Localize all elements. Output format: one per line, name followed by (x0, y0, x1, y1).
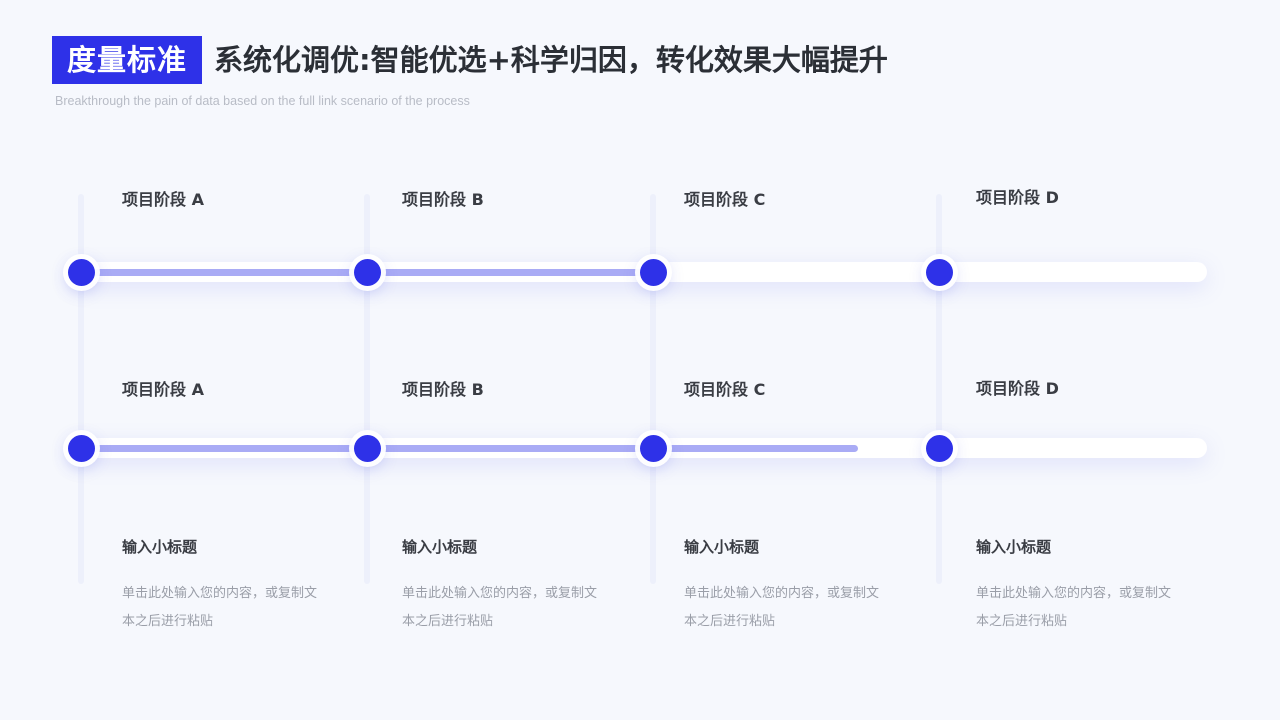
column-line-d (936, 194, 942, 584)
row1-milestone-a[interactable] (68, 259, 95, 286)
row1-stage-d-label: 项目阶段 D (976, 188, 1059, 207)
item-d-desc-line1: 单击此处输入您的内容，或复制文 (976, 586, 1172, 601)
page-subtitle: Breakthrough the pain of data based on t… (55, 94, 470, 108)
item-b-description: 单击此处输入您的内容，或复制文 本之后进行粘贴 (402, 580, 612, 636)
row1-stage-c-label: 项目阶段 C (684, 190, 766, 209)
column-line-c (650, 194, 656, 584)
row2-milestone-d[interactable] (926, 435, 953, 462)
item-c-description: 单击此处输入您的内容，或复制文 本之后进行粘贴 (684, 580, 894, 636)
item-a-description: 单击此处输入您的内容，或复制文 本之后进行粘贴 (122, 580, 332, 636)
row1-milestone-c[interactable] (640, 259, 667, 286)
row1-milestone-b[interactable] (354, 259, 381, 286)
row1-stage-b-label: 项目阶段 B (402, 190, 484, 209)
item-a-desc-line2: 本之后进行粘贴 (122, 614, 214, 629)
item-b-title: 输入小标题 (402, 538, 478, 556)
item-c-desc-line2: 本之后进行粘贴 (684, 614, 776, 629)
row2-milestone-c[interactable] (640, 435, 667, 462)
item-d-description: 单击此处输入您的内容，或复制文 本之后进行粘贴 (976, 580, 1186, 636)
row2-stage-c-label: 项目阶段 C (684, 380, 766, 399)
row2-stage-a-label: 项目阶段 A (122, 380, 204, 399)
item-a-title: 输入小标题 (122, 538, 198, 556)
column-line-b (364, 194, 370, 584)
item-c-title: 输入小标题 (684, 538, 760, 556)
item-c-desc-line1: 单击此处输入您的内容，或复制文 (684, 586, 880, 601)
item-b-desc-line1: 单击此处输入您的内容，或复制文 (402, 586, 598, 601)
item-d-title: 输入小标题 (976, 538, 1052, 556)
row2-milestone-b[interactable] (354, 435, 381, 462)
row1-milestone-d[interactable] (926, 259, 953, 286)
row2-stage-b-label: 项目阶段 B (402, 380, 484, 399)
column-line-a (78, 194, 84, 584)
row2-milestone-a[interactable] (68, 435, 95, 462)
page-title: 系统化调优:智能优选+科学归因，转化效果大幅提升 (214, 43, 888, 77)
row2-stage-d-label: 项目阶段 D (976, 379, 1059, 398)
section-badge: 度量标准 (52, 36, 202, 84)
item-a-desc-line1: 单击此处输入您的内容，或复制文 (122, 586, 318, 601)
item-d-desc-line2: 本之后进行粘贴 (976, 614, 1068, 629)
row1-stage-a-label: 项目阶段 A (122, 190, 204, 209)
item-b-desc-line2: 本之后进行粘贴 (402, 614, 494, 629)
row2-progress-fill (82, 445, 858, 452)
